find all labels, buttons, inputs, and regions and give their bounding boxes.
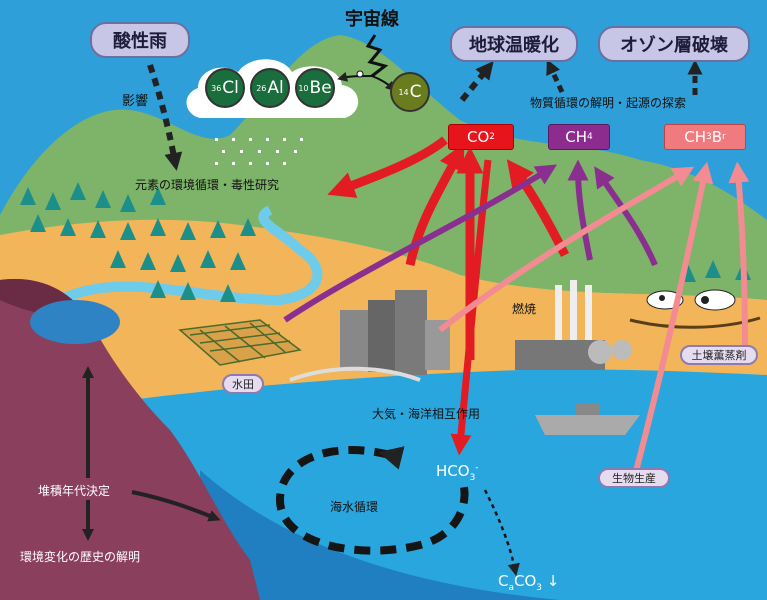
ch4-to-warming-arrow	[546, 59, 565, 94]
combustion-label: 燃焼	[512, 302, 537, 316]
hco3-to-caco3-arrow	[483, 489, 520, 577]
sediment-right-arrow	[131, 490, 221, 522]
sediment-dating-label: 堆積年代決定	[38, 484, 111, 498]
rain-dots	[215, 138, 303, 165]
forest	[20, 182, 256, 302]
element-research-label: 元素の環境循環・毒性研究	[135, 178, 280, 192]
farm-to-ch4-arrow	[594, 166, 658, 267]
city-to-ch3br-arrow	[438, 166, 695, 333]
hco3-label: HCO3-	[436, 462, 479, 483]
ship	[535, 403, 640, 435]
paddy-to-ch4-arrow	[283, 164, 557, 323]
bio-production-label: 生物生産	[598, 468, 670, 488]
lake	[30, 300, 120, 344]
rice-paddy	[178, 319, 302, 366]
seawater-cycle-label: 海水循環	[330, 500, 379, 514]
c14-to-warming-arrow	[459, 61, 494, 102]
deep-ocean	[200, 470, 560, 600]
env-history-label: 環境変化の歴史の解明	[20, 550, 141, 564]
cliff	[0, 279, 260, 600]
fumigant-to-ch3br-arrow	[728, 161, 750, 346]
soil-fumigant-label: 土壌薫蒸剤	[680, 345, 758, 365]
atmosphere-ocean-label: 大気・海洋相互作用	[372, 407, 481, 421]
seawater-cycle-loop	[275, 446, 469, 555]
city-to-co2-arrow	[405, 142, 465, 266]
city-buildings	[289, 290, 450, 382]
acid-rain-label: 酸性雨	[90, 22, 190, 58]
cosmic-rays-label: 宇宙線	[345, 9, 399, 30]
caco3-label: CaCO3 ↓	[498, 572, 560, 593]
cosmic-ray-bolt	[365, 34, 389, 78]
co2-to-land-arrow	[327, 136, 448, 198]
ozone-depletion-label: オゾン層破壊	[598, 26, 750, 62]
river	[57, 205, 323, 306]
acid-rain-arrow	[147, 64, 183, 171]
influence-label: 影響	[122, 94, 149, 109]
bio-to-ch3br-arrow	[632, 161, 714, 476]
factory-to-ch4-arrow	[567, 159, 593, 261]
material-cycle-label: 物質循環の解明・起源の探索	[530, 96, 687, 110]
global-warming-label: 地球温暖化	[450, 26, 578, 62]
factory	[515, 280, 632, 370]
paddy-field-label: 水田	[222, 374, 264, 394]
